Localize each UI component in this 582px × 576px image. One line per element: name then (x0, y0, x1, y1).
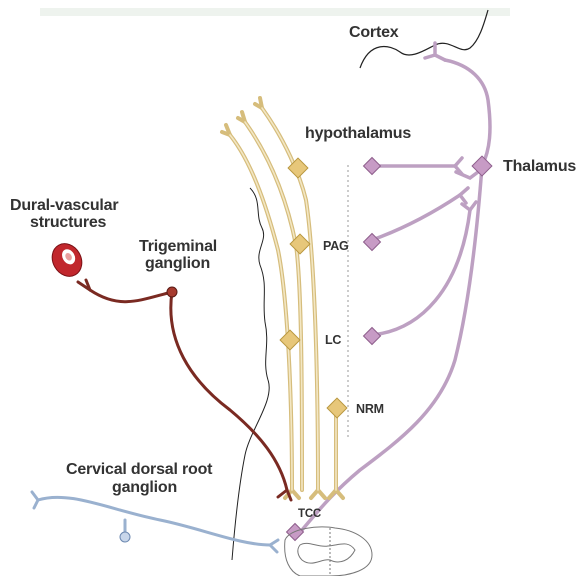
thalamus-label: Thalamus (503, 158, 576, 175)
lc-relay-node (364, 328, 381, 345)
ascending-pathway (302, 43, 490, 530)
hypothalamus-label: hypothalamus (305, 125, 411, 142)
trigeminal-label-line1: Trigeminal (139, 238, 217, 255)
descending-modulation (222, 98, 343, 498)
cervical-label-line1: Cervical dorsal root (66, 461, 213, 478)
cortex-label: Cortex (349, 24, 399, 41)
cervical-ganglion-cell (120, 532, 130, 542)
lc-node (280, 330, 300, 350)
trigeminal-label-line2: ganglion (145, 255, 210, 272)
trigeminal-ganglion-cell (167, 287, 177, 297)
cervical-pathway (32, 492, 278, 552)
dural-label-line1: Dural-vascular (10, 197, 118, 214)
cervical-label-line2: ganglion (112, 479, 177, 496)
brainstem-outline (232, 188, 269, 560)
dural-vessel-icon (46, 238, 87, 281)
nrm-label: NRM (356, 402, 384, 416)
tcc-label: TCC (298, 508, 321, 520)
pag-label: PAG (323, 239, 349, 253)
top-strip (40, 8, 510, 16)
lc-label: LC (325, 333, 341, 347)
dural-label-line2: structures (30, 214, 107, 231)
hypothalamic-relay-node (364, 158, 381, 175)
nrm-node (327, 398, 347, 418)
